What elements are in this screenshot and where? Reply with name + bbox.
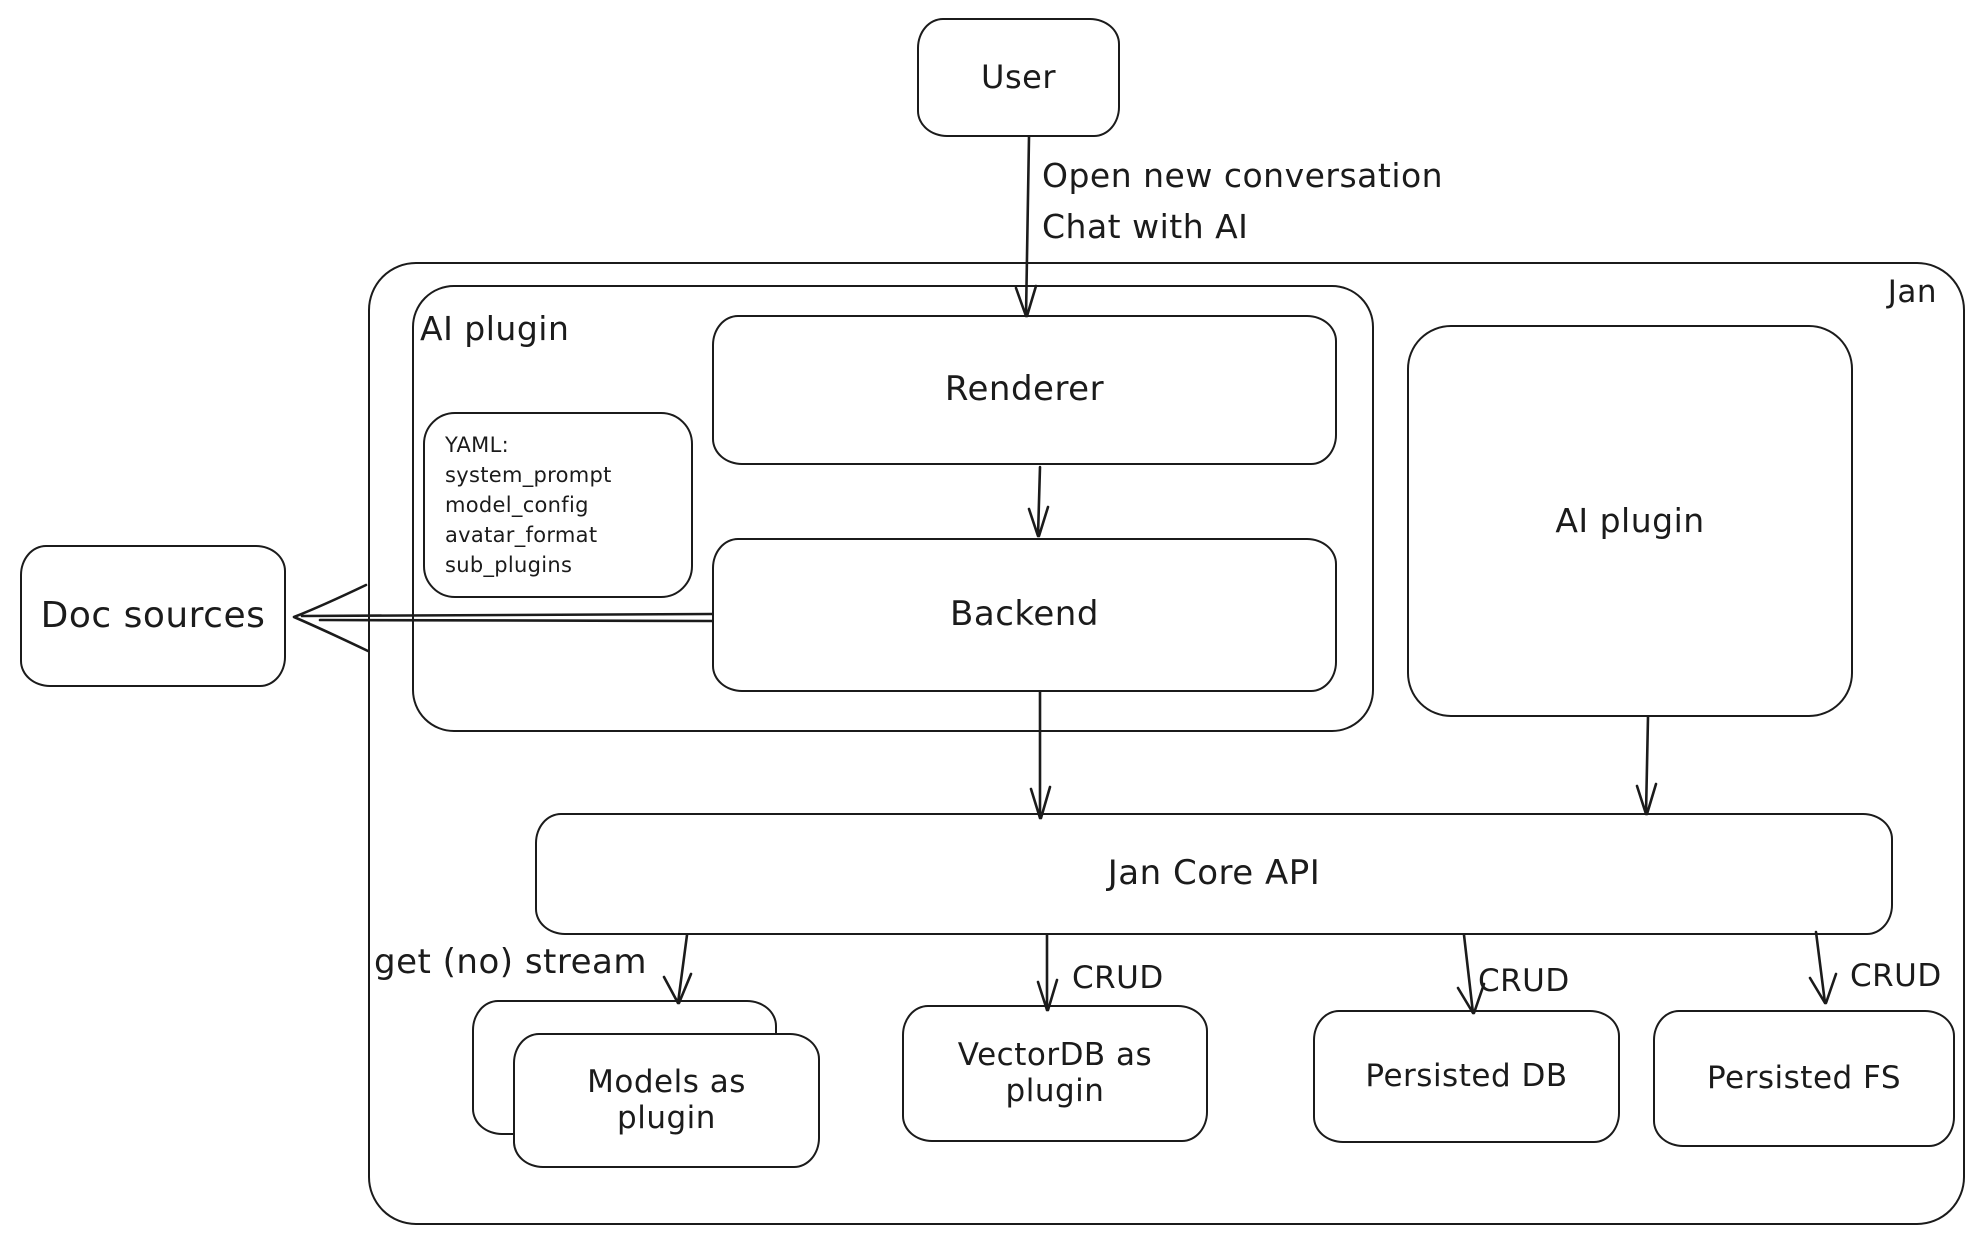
jan-container-label: Jan <box>1887 274 1937 310</box>
node-ai-plugin-label: AI plugin <box>1555 501 1705 541</box>
node-persisted-db-label: Persisted DB <box>1365 1057 1568 1094</box>
node-user-label: User <box>981 58 1056 97</box>
node-renderer: Renderer <box>712 315 1337 465</box>
user-flow-label-line2: Chat with AI <box>1042 207 1249 247</box>
node-vectordb-as-plugin: VectorDB as plugin <box>902 1005 1208 1142</box>
jan-container: Jan <box>368 262 1965 1225</box>
node-vectordb-as-plugin-label: VectorDB as plugin <box>957 1036 1153 1109</box>
edge-label-crud-db: CRUD <box>1478 963 1570 999</box>
node-jan-core-api-label: Jan Core API <box>1107 853 1321 894</box>
node-doc-sources: Doc sources <box>20 545 286 687</box>
yaml-note-line5: sub_plugins <box>445 553 573 577</box>
node-persisted-db: Persisted DB <box>1313 1010 1620 1143</box>
yaml-note-line1: YAML: <box>445 433 509 457</box>
node-persisted-fs-label: Persisted FS <box>1706 1059 1902 1096</box>
node-ai-plugin: AI plugin <box>1407 325 1853 717</box>
user-flow-label: Open new conversation Chat with AI <box>1042 150 1443 252</box>
yaml-note-line2: system_prompt <box>445 463 612 487</box>
node-jan-core-api: Jan Core API <box>535 813 1893 935</box>
node-models-as-plugin-label: Models as plugin <box>587 1063 746 1136</box>
edge-label-get-stream: get (no) stream <box>374 942 647 982</box>
yaml-note-line3: model_config <box>445 493 589 517</box>
node-models-as-plugin: Models as plugin <box>513 1033 820 1168</box>
yaml-note: YAML: system_prompt model_config avatar_… <box>423 412 693 598</box>
yaml-note-line4: avatar_format <box>445 523 598 547</box>
user-flow-label-line1: Open new conversation <box>1042 156 1444 195</box>
node-doc-sources-label: Doc sources <box>40 595 266 637</box>
edge-label-crud-fs: CRUD <box>1850 958 1942 994</box>
node-backend: Backend <box>712 538 1337 692</box>
node-backend-label: Backend <box>950 594 1099 635</box>
node-renderer-label: Renderer <box>944 369 1105 410</box>
node-user: User <box>917 18 1120 137</box>
edge-label-crud-vectordb: CRUD <box>1072 960 1164 996</box>
node-persisted-fs: Persisted FS <box>1653 1010 1955 1147</box>
ai-plugin-group-container: AI plugin <box>412 285 1374 732</box>
ai-plugin-group-label: AI plugin <box>420 309 570 348</box>
